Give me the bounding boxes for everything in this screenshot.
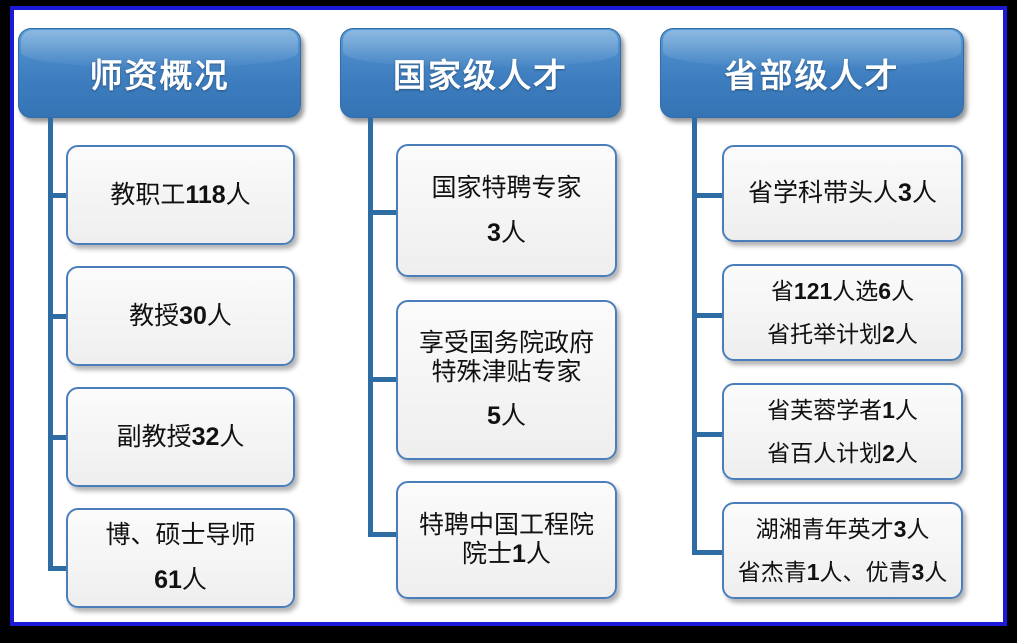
node-state-council-allowance-expert[interactable]: 享受国务院政府 特殊津贴专家 5人: [396, 300, 617, 460]
connector-branch-1-2: [48, 314, 68, 319]
node-line: 省121人选6人: [770, 278, 915, 305]
connector-branch-2-1: [368, 210, 398, 215]
connector-branch-1-1: [48, 193, 68, 198]
connector-trunk-column-3: [692, 118, 697, 555]
connector-trunk-column-2: [368, 118, 373, 537]
node-line: 教职工118人: [110, 180, 251, 209]
node-line: 省托举计划2人: [767, 320, 918, 347]
node-faculty-staff[interactable]: 教职工118人: [66, 145, 295, 245]
node-line: 副教授32人: [116, 422, 245, 451]
node-line: 61人: [154, 566, 207, 594]
node-line: 省芙蓉学者1人: [767, 397, 918, 424]
node-associate-professors[interactable]: 副教授32人: [66, 387, 295, 487]
node-provincial-furong-scholar[interactable]: 省芙蓉学者1人 省百人计划2人: [722, 383, 963, 480]
connector-branch-1-3: [48, 435, 68, 440]
node-line: 特殊津贴专家: [431, 357, 582, 386]
column-header-faculty-overview[interactable]: 师资概况: [18, 28, 301, 118]
node-line: 博、硕士导师: [105, 521, 256, 550]
connector-branch-1-4: [48, 566, 68, 571]
node-line: 3人: [487, 218, 526, 247]
connector-trunk-column-1: [48, 118, 53, 571]
node-huxiang-youth-talent[interactable]: 湖湘青年英才3人 省杰青1人、优青3人: [722, 502, 963, 599]
node-line: 湖湘青年英才3人: [755, 516, 930, 543]
connector-branch-3-2: [692, 313, 724, 318]
node-professors[interactable]: 教授30人: [66, 266, 295, 366]
column-header-label: 国家级人才: [393, 57, 568, 94]
node-line: 特聘中国工程院: [418, 511, 594, 540]
node-line: 省百人计划2人: [767, 439, 918, 466]
node-line: 国家特聘专家: [431, 173, 582, 202]
node-line: 院士1人: [462, 540, 551, 568]
connector-branch-3-1: [692, 193, 724, 198]
column-header-national-talent[interactable]: 国家级人才: [340, 28, 621, 118]
node-cae-academician[interactable]: 特聘中国工程院 院士1人: [396, 481, 617, 599]
node-line: 省杰青1人、优青3人: [737, 558, 948, 585]
column-header-label: 师资概况: [89, 57, 230, 94]
node-provincial-discipline-leader[interactable]: 省学科带头人3人: [722, 145, 963, 242]
node-line: 5人: [487, 402, 526, 431]
connector-branch-3-3: [692, 432, 724, 437]
node-line: 享受国务院政府: [418, 328, 594, 357]
connector-branch-3-4: [692, 550, 724, 555]
node-line: 教授30人: [129, 301, 232, 330]
node-national-appointed-expert[interactable]: 国家特聘专家 3人: [396, 144, 617, 277]
node-doctoral-masters-supervisors[interactable]: 博、硕士导师 61人: [66, 508, 295, 608]
connector-branch-2-2: [368, 377, 398, 382]
connector-branch-2-3: [368, 532, 398, 537]
node-line: 省学科带头人3人: [748, 179, 937, 208]
column-header-provincial-talent[interactable]: 省部级人才: [660, 28, 964, 118]
node-provincial-121-program[interactable]: 省121人选6人 省托举计划2人: [722, 264, 963, 361]
column-header-label: 省部级人才: [724, 57, 900, 94]
